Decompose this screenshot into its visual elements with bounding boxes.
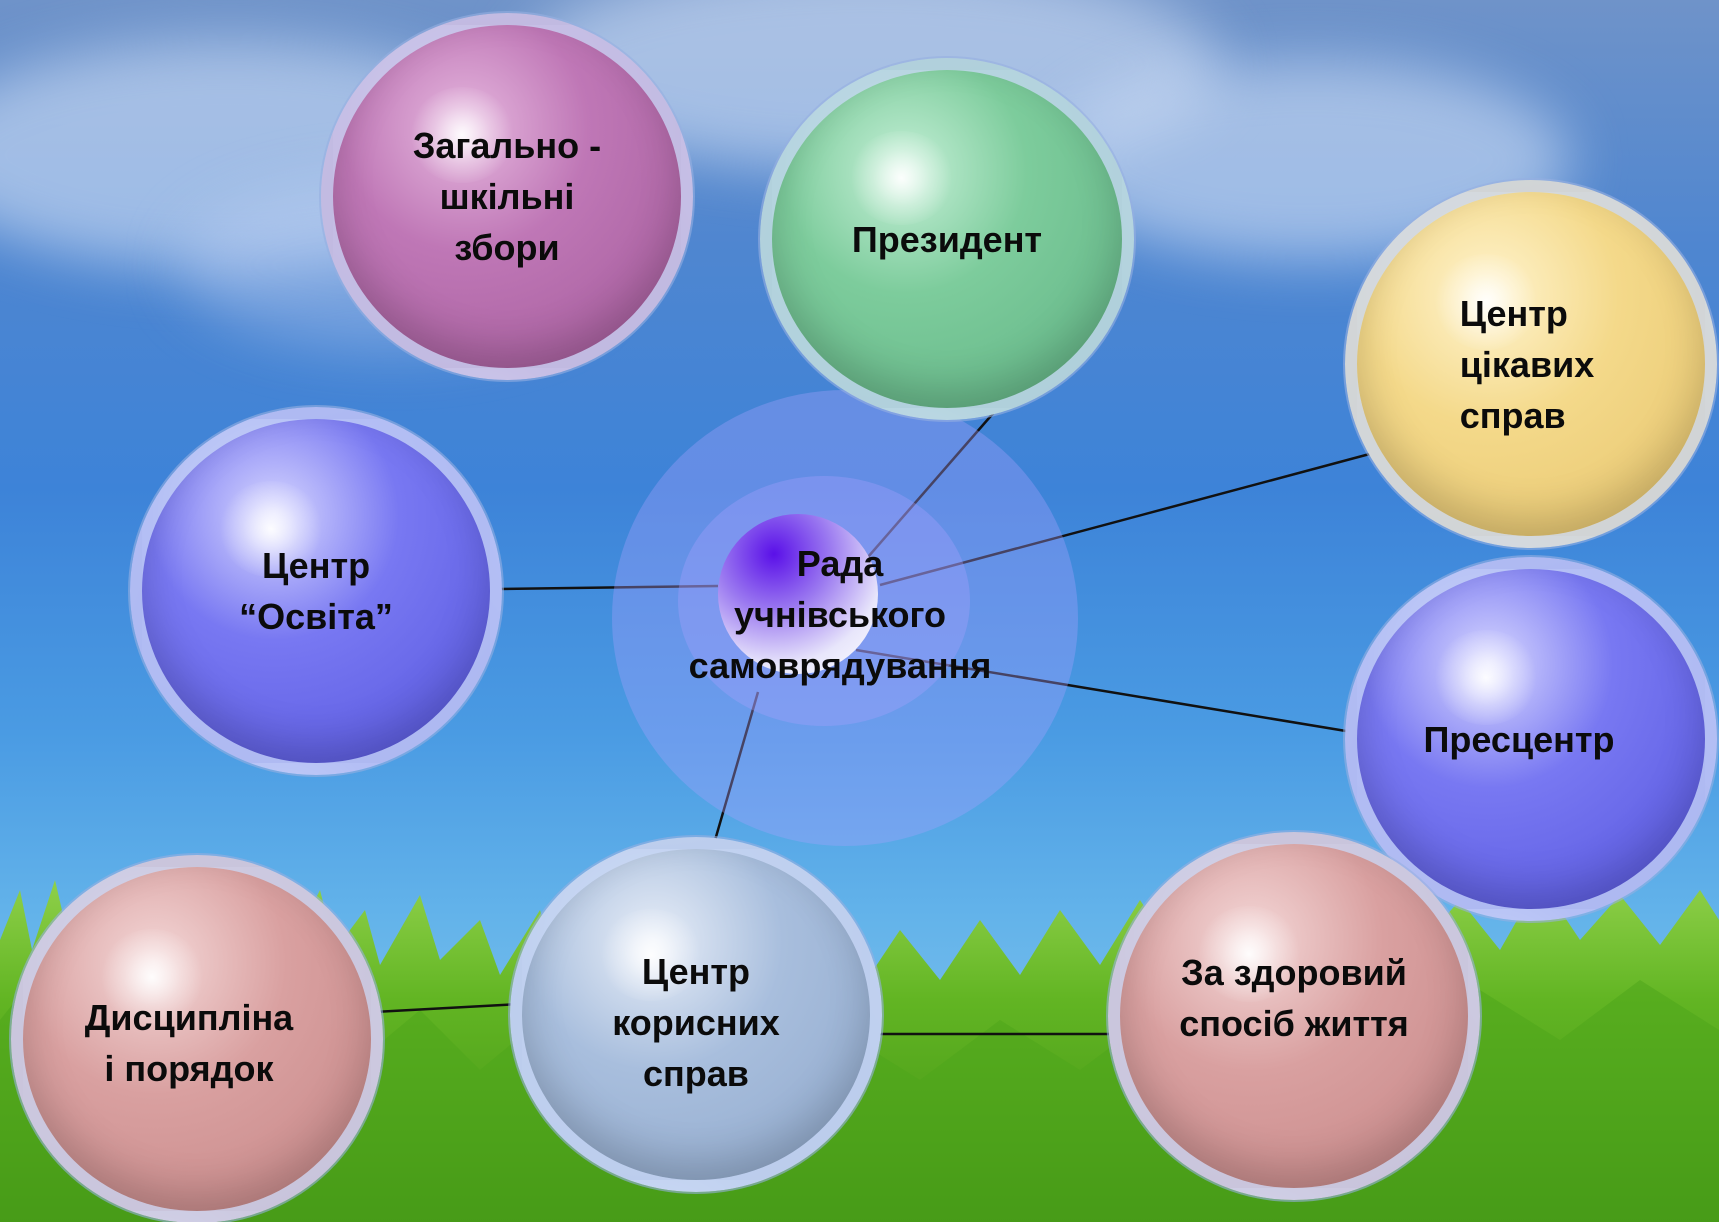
node-president: Президент bbox=[760, 58, 1134, 420]
node-discipline-label: Дисципліна і порядок bbox=[84, 997, 294, 1089]
node-press-center-label: Пресцентр bbox=[1423, 718, 1615, 760]
connector-center-president bbox=[867, 409, 997, 558]
node-general-meeting: Загально - шкільні збори bbox=[321, 13, 693, 380]
connector-center-interesting-affairs bbox=[879, 446, 1393, 587]
node-president-label: Президент bbox=[851, 218, 1043, 260]
connector-center-press-center bbox=[855, 648, 1359, 735]
node-education: Центр “Освіта” bbox=[130, 407, 502, 775]
node-useful-affairs-label: Центр корисних справ bbox=[612, 951, 780, 1094]
node-useful-affairs: Центр корисних справ bbox=[510, 837, 882, 1192]
center-orb bbox=[718, 514, 878, 674]
node-interesting-affairs: Центр цікавих справ bbox=[1345, 180, 1717, 548]
connector-center-education bbox=[497, 584, 719, 591]
node-education-label: Центр “Освіта” bbox=[239, 545, 393, 637]
center-node-label: Рада учнівського самоврядування bbox=[688, 543, 992, 686]
node-general-meeting-label: Загально - шкільні збори bbox=[412, 125, 602, 268]
connector-useful-discipline bbox=[355, 1002, 521, 1015]
node-healthy-lifestyle: За здоровий спосіб життя bbox=[1108, 832, 1480, 1200]
node-interesting-affairs-label: Центр цікавих справ bbox=[1459, 292, 1595, 436]
node-discipline: Дисципліна і порядок bbox=[11, 855, 383, 1222]
node-healthy-lifestyle-label: За здоровий спосіб життя bbox=[1179, 952, 1409, 1044]
